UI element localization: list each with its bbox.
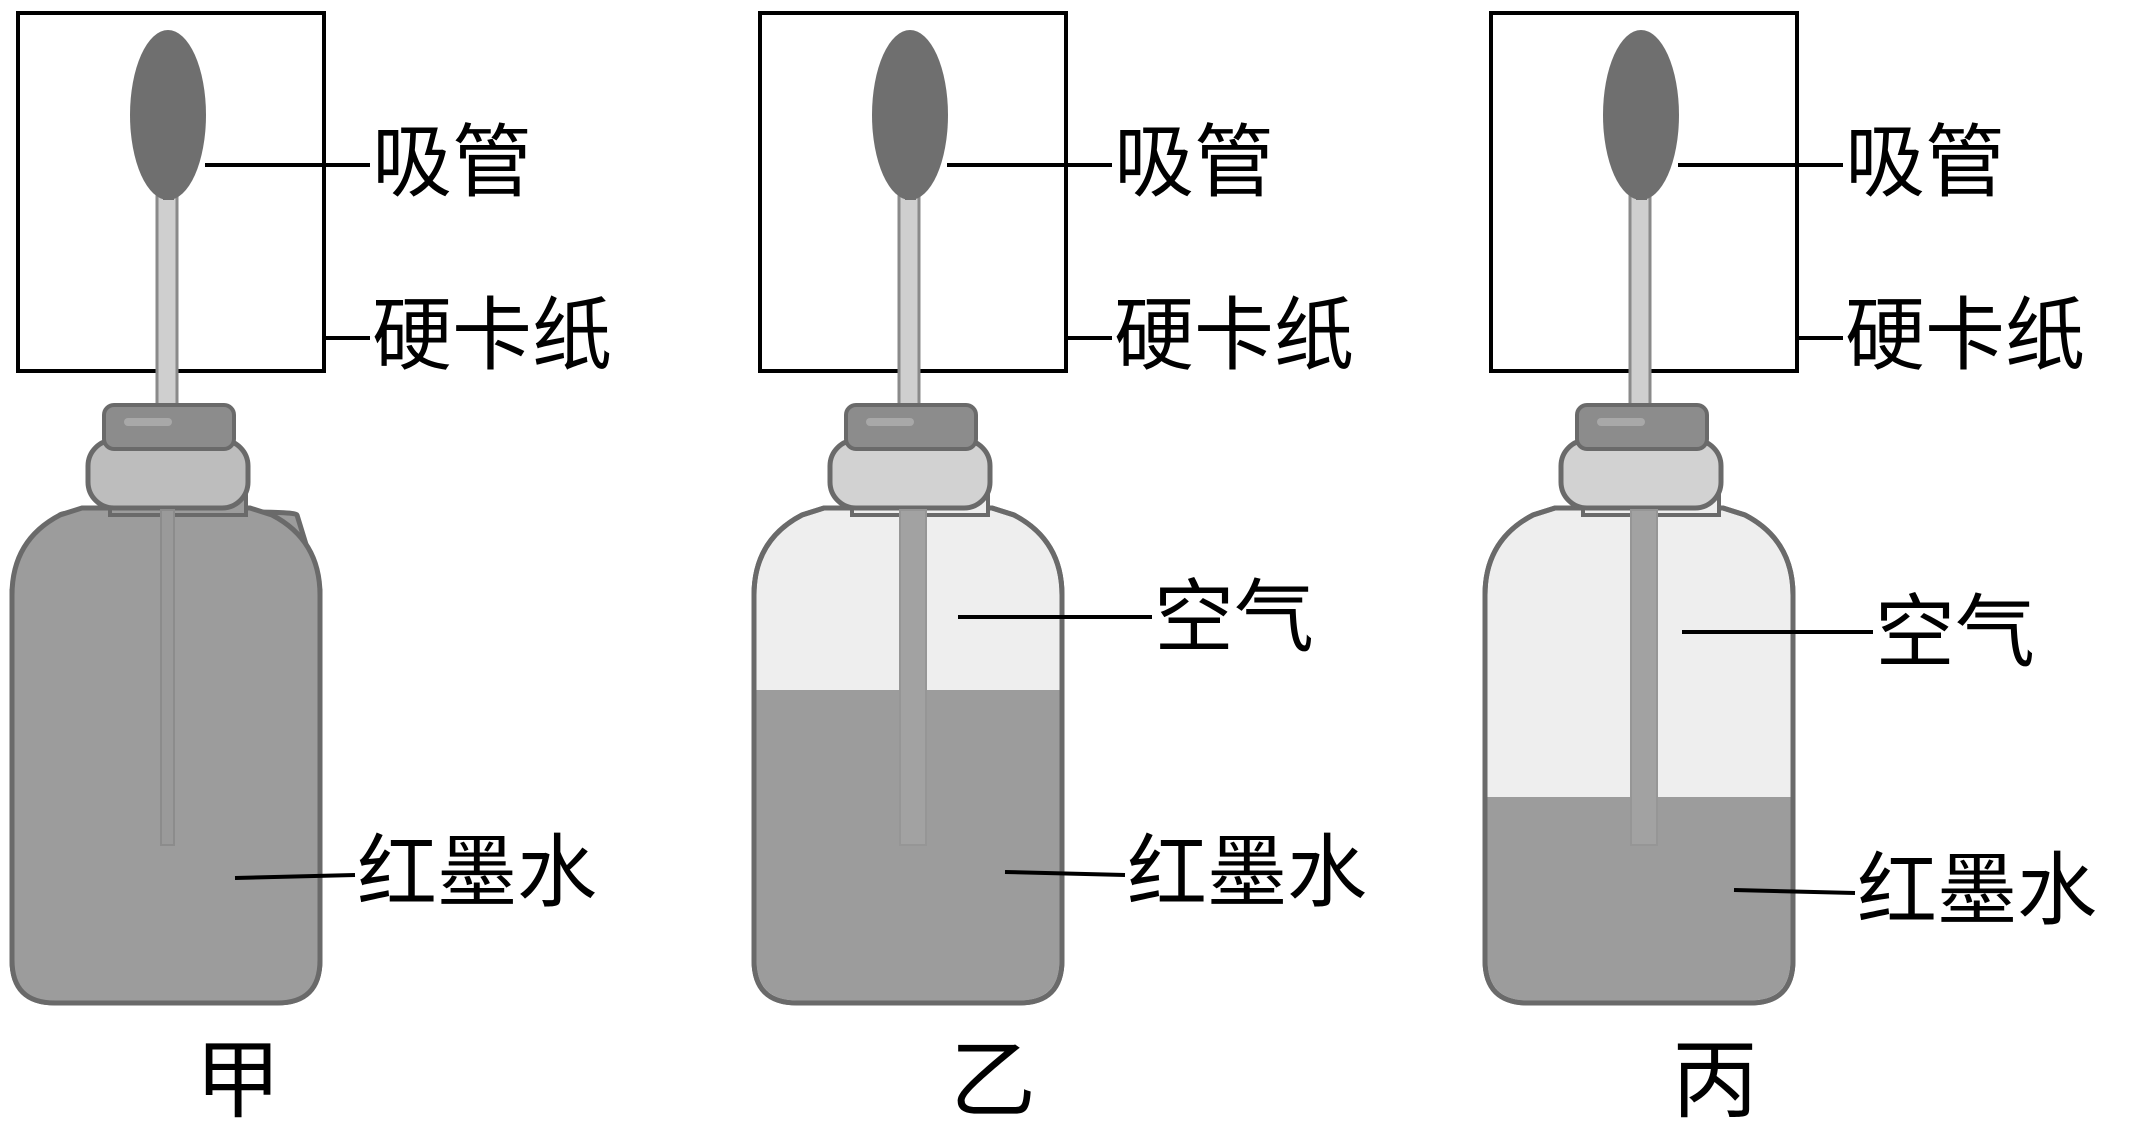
label-card: 硬卡纸	[1114, 289, 1354, 382]
pipette-tube	[155, 183, 179, 419]
pipette-neck	[1636, 190, 1647, 200]
label-ink: 红墨水	[1127, 826, 1367, 919]
pipette-inner-tube	[160, 509, 175, 846]
caption-bing: 丙	[1672, 1031, 1758, 1128]
label-card: 硬卡纸	[1845, 289, 2085, 382]
pipette-bulb	[872, 30, 948, 200]
pipette-tube	[897, 183, 921, 419]
pipette-tube	[1628, 183, 1652, 419]
label-pipette: 吸管	[1845, 116, 2005, 209]
cap-highlight	[866, 418, 914, 426]
leader-ink	[1733, 888, 1856, 895]
setup-bing: 吸管 硬卡纸 空气 红墨水 丙	[1482, 11, 2097, 1128]
ink-level	[1487, 797, 1791, 1001]
bottle-cap	[844, 403, 978, 451]
pipette-bulb	[1603, 30, 1679, 200]
cap-highlight	[1597, 418, 1645, 426]
cap-highlight	[124, 418, 172, 426]
pipette-bulb	[130, 30, 206, 200]
label-ink: 红墨水	[1857, 844, 2097, 937]
label-ink: 红墨水	[357, 826, 597, 919]
pipette-inner-tube	[1630, 509, 1658, 846]
label-pipette: 吸管	[1114, 116, 1274, 209]
leader-ink	[234, 873, 356, 880]
bottle-cap	[1575, 403, 1709, 451]
bottle-outline	[1482, 505, 1796, 1006]
pipette-neck	[905, 190, 916, 200]
setup-jia: 吸管 硬卡纸 红墨水 甲	[9, 11, 612, 1128]
leader-ink	[1004, 870, 1126, 877]
pipette-inner-tube	[899, 509, 927, 846]
setup-yi: 吸管 硬卡纸 空气 红墨水 乙	[751, 11, 1367, 1128]
bottle-cap	[102, 403, 236, 451]
label-air: 空气	[1154, 571, 1314, 664]
label-card: 硬卡纸	[372, 289, 612, 382]
label-air: 空气	[1875, 586, 2035, 679]
pipette-neck	[163, 190, 174, 200]
caption-jia: 甲	[195, 1031, 281, 1128]
bottle-outline	[751, 505, 1065, 1006]
caption-yi: 乙	[950, 1031, 1036, 1128]
label-pipette: 吸管	[372, 116, 532, 209]
